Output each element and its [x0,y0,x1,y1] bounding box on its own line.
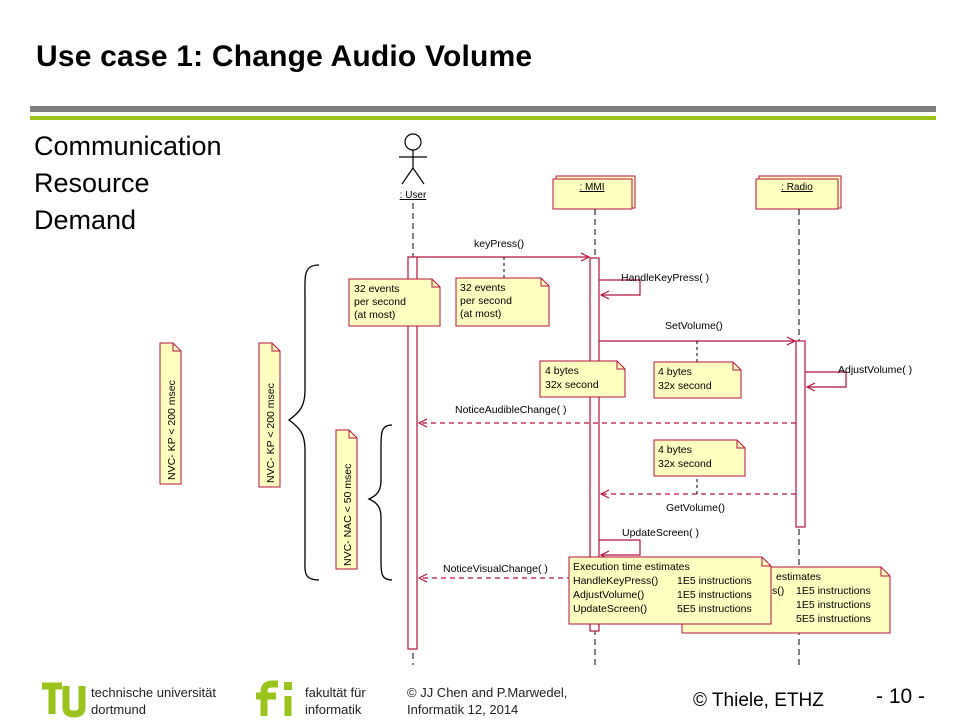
exec-front-row-2-fn: AdjustVolume() [573,589,644,601]
university-name: technische universität dortmund [91,684,216,718]
mmi-lifeline-label: : MMI [580,182,605,193]
title-divider-grey [30,106,936,112]
mmi-object-box: : MMI [552,175,636,210]
updatescreen-self-arrow [599,539,641,555]
exec-front-row-1-val: 1E5 instructions [677,575,752,587]
faculty-line-1: fakultät für [305,685,366,700]
getvolume-label: GetVolume() [666,502,725,514]
communication-resource-demand-label: Communication Resource Demand [34,128,222,239]
note-events-right-line-1: 32 events [460,282,506,294]
updatescreen-label: UpdateScreen( ) [622,527,699,539]
note-bytes-right-line-1: 4 bytes [658,366,692,378]
page-number: - 10 - [876,685,926,708]
note-events-left-line-1: 32 events [354,283,400,295]
exec-front-row-3-fn: UpdateScreen() [573,603,647,615]
note-bytes-left: 4 bytes 32x second [539,360,626,398]
brace-keypress-span [287,264,320,581]
brace-notice-span [367,424,393,581]
exec-back-row-1-val: 1E5 instructions [796,585,871,597]
exec-front-title: Execution time estimates [573,561,690,573]
note-bytes-right-line-2: 32x second [658,380,712,392]
exec-back-row-2-val: 1E5 instructions [796,599,871,611]
credit-line-2: Informatik 12, 2014 [407,702,519,717]
note-events-right: 32 events per second (at most) [455,277,550,327]
constraint-nvc-kp-inner: NVC- KP < 200 msec [258,342,281,488]
side-text-line-1: Communication [34,131,222,161]
exec-front-row-1-fn: HandleKeyPress() [573,575,658,587]
note-events-right-line-2: per second [460,295,512,307]
side-text-line-3: Demand [34,205,137,235]
setvolume-label: SetVolume() [665,320,723,332]
constraint-nvc-nac: NVC- NAC < 50 msec [335,429,358,570]
note-events-right-line-3: (at most) [460,308,501,320]
noticevisualchange-label: NoticeVisualChange( ) [443,563,548,575]
user-lifeline-label: : User [400,190,427,201]
fi-logo-icon [256,680,292,716]
constraint-nvc-kp-inner-text: NVC- KP < 200 msec [265,383,277,483]
university-line-1: technische universität [91,685,217,700]
exec-front-row-2-val: 1E5 instructions [677,589,752,601]
note-bytes-right: 4 bytes 32x second [653,361,742,399]
author-credit: © JJ Chen and P.Marwedel, Informatik 12,… [407,684,567,718]
note-bytes-left-line-2: 32x second [545,379,599,391]
mmi-activation-bar [589,257,600,632]
keypress-label: keyPress() [474,238,524,250]
noticeaudiblechange-label: NoticeAudibleChange( ) [455,404,566,416]
user-actor-icon [399,133,427,185]
university-line-2: dortmund [91,702,146,717]
exec-back-row-1-fn: s() [772,585,784,597]
faculty-name: fakultät für informatik [305,684,366,718]
exec-back-row-3-val: 5E5 instructions [796,613,871,625]
slide-title: Use case 1: Change Audio Volume [36,40,533,73]
note-bytes-left-line-1: 4 bytes [545,365,579,377]
constraint-nvc-kp-outer-text: NVC- KP < 200 msec [166,380,178,480]
note-bytes-get: 4 bytes 32x second [653,439,746,477]
note-events-left-line-3: (at most) [354,309,395,321]
radio-object-box: : Radio [755,175,842,210]
note-events-left-line-2: per second [354,296,406,308]
user-activation-bar [407,256,418,650]
constraint-nvc-nac-text: NVC- NAC < 50 msec [342,464,354,566]
note-bytes-get-line-2: 32x second [658,458,712,470]
sequence-diagram: : User : MMI : Radio keyPress() HandleKe… [159,133,912,665]
handlekeypress-label: HandleKeyPress( ) [621,272,709,284]
side-text-line-2: Resource [34,168,150,198]
radio-activation-bar [795,340,806,528]
radio-lifeline-label: : Radio [781,182,813,193]
slide-footer: technische universität dortmund fakultät… [0,676,960,720]
title-divider-green [30,116,936,120]
handlekeypress-self-arrow [599,279,641,295]
credit-line-1: © JJ Chen and P.Marwedel, [407,685,568,700]
exec-back-title: estimates [776,571,821,583]
note-bytes-get-line-1: 4 bytes [658,444,692,456]
constraint-nvc-kp-outer: NVC- KP < 200 msec [159,342,182,485]
copyright-text: © Thiele, ETHZ [693,690,824,711]
tu-logo-icon [42,682,86,718]
note-events-left: 32 events per second (at most) [348,278,441,327]
adjustvolume-self-arrow [805,371,847,387]
faculty-line-2: informatik [305,702,362,717]
note-exec-estimates-front: Execution time estimates HandleKeyPress(… [568,556,772,625]
exec-front-row-3-val: 5E5 instructions [677,603,752,615]
adjustvolume-label: AdjustVolume( ) [838,364,912,376]
